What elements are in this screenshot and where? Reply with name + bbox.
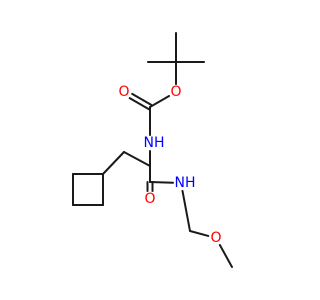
- atom-label-n_carbamate: NH: [144, 135, 165, 151]
- single-bond-c_beta-c_cb1: [102, 151, 125, 175]
- single-bond-c_amide-n_amide: [149, 181, 175, 184]
- bond-layer: [72, 32, 233, 268]
- atom-label-n_amide: NH: [175, 175, 196, 191]
- single-bond-o_ester-c_carbamate: [149, 94, 171, 108]
- atom-label-o_amide: O: [144, 191, 155, 207]
- double-bond-c_carbamate-o_carbamate-b: [128, 97, 150, 111]
- single-bond-c_alpha-c_beta: [123, 151, 151, 167]
- single-bond-o_ether-c_methyl: [218, 244, 233, 268]
- single-bond-c_ch2-o_ether: [189, 230, 210, 237]
- atom-label-layer: O O NH O NH O: [118, 84, 221, 246]
- atom-label-o_ether: O: [210, 230, 221, 246]
- molecule-structure: O O NH O NH O: [72, 32, 233, 268]
- atom-label-o_carbamate: O: [118, 84, 129, 100]
- single-bond-n_amide-c_ch2: [181, 189, 191, 232]
- double-bond-c_carbamate-o_carbamate-a: [131, 92, 153, 106]
- atom-label-o_ester: O: [170, 84, 181, 100]
